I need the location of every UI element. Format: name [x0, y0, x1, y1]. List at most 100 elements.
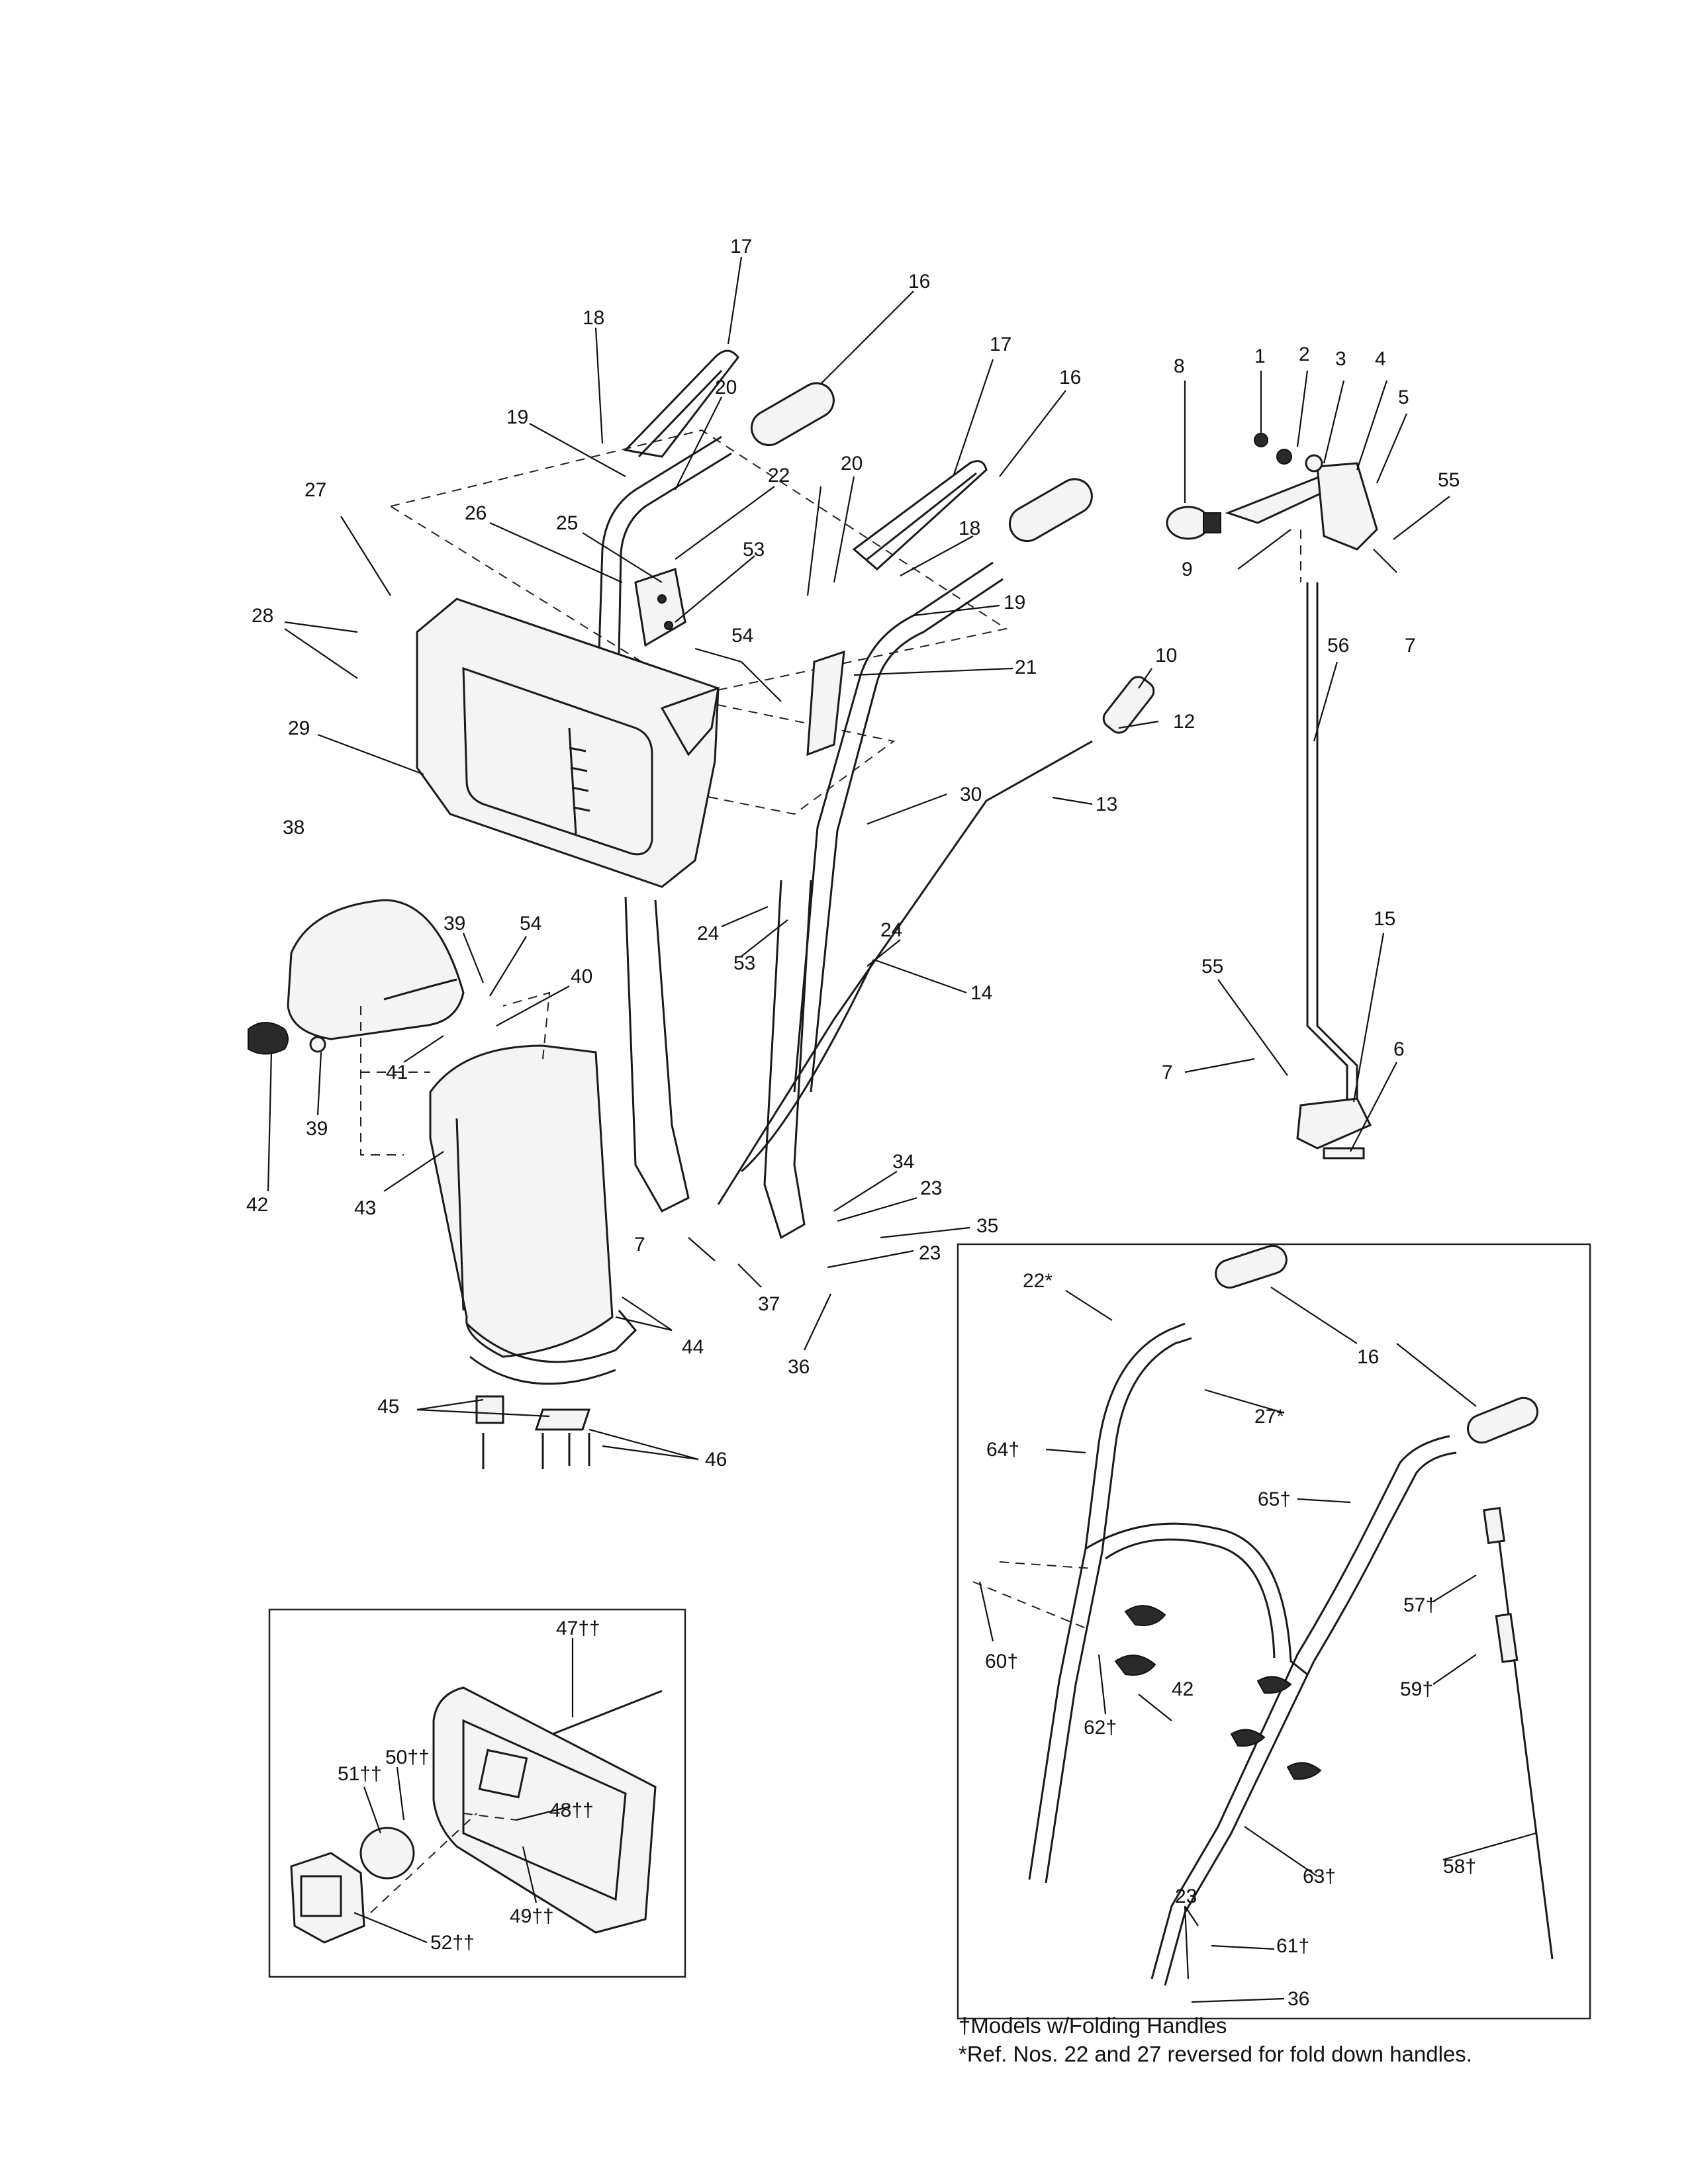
right-upper-handle — [793, 561, 994, 1093]
callout-1: 1 — [1254, 345, 1266, 367]
auger-control-bracket — [1225, 433, 1378, 551]
callout-13: 13 — [1096, 794, 1117, 815]
callout-43: 43 — [354, 1197, 376, 1219]
callout-22: 22 — [768, 465, 790, 486]
callout-14: 14 — [970, 982, 992, 1004]
chute-rotation-hardware — [475, 1395, 591, 1469]
callout-17: 17 — [730, 236, 752, 257]
callout-44: 44 — [682, 1336, 704, 1358]
callout-3: 3 — [1335, 348, 1346, 370]
callout-18b: 18 — [959, 518, 980, 539]
callout-23b: 23 — [919, 1242, 941, 1264]
callout-24b: 24 — [880, 919, 902, 941]
callout-23c: 23 — [1175, 1886, 1197, 1907]
callout-35: 35 — [976, 1215, 998, 1237]
callout-26: 26 — [465, 502, 487, 524]
callout-29: 29 — [288, 717, 310, 739]
callout-7b: 7 — [1405, 635, 1416, 657]
callout-50: 50†† — [385, 1747, 430, 1768]
callout-10: 10 — [1155, 645, 1177, 666]
folding-grips — [1215, 1244, 1539, 1444]
callout-24: 24 — [697, 923, 719, 944]
callout-28: 28 — [252, 605, 273, 627]
callout-49: 49†† — [510, 1905, 554, 1927]
callout-52: 52†† — [430, 1932, 475, 1954]
callout-7c: 7 — [1162, 1062, 1173, 1083]
folding-wing-knobs — [1114, 1605, 1322, 1780]
callout-19: 19 — [506, 406, 528, 428]
callout-30: 30 — [960, 784, 982, 805]
dash-panel — [416, 598, 720, 888]
callout-46: 46 — [705, 1449, 727, 1471]
callout-48: 48†† — [549, 1799, 594, 1821]
discharge-chute — [429, 1044, 637, 1385]
headlight-lens — [359, 1827, 415, 1880]
callout-45: 45 — [377, 1396, 399, 1418]
callout-41: 41 — [386, 1062, 408, 1083]
callout-39b: 39 — [306, 1118, 328, 1140]
folding-alignment-lines — [972, 1561, 1093, 1629]
light-kit-inset-frame — [268, 1608, 686, 1978]
callout-15: 15 — [1374, 908, 1395, 930]
callout-20b: 20 — [841, 453, 863, 475]
callout-38: 38 — [283, 817, 305, 839]
callout-23: 23 — [920, 1177, 942, 1199]
chute-alignment-lines — [360, 991, 551, 1156]
light-wire — [552, 1690, 663, 1735]
callout-21: 21 — [1015, 657, 1037, 678]
callout-25: 25 — [556, 512, 578, 534]
folding-shift-rod — [1482, 1506, 1554, 1960]
callout-36b: 36 — [1288, 1988, 1309, 2010]
callout-8: 8 — [1174, 355, 1185, 377]
folding-handles-inset-frame — [957, 1243, 1591, 2020]
callout-56: 56 — [1327, 635, 1349, 657]
control-link — [1296, 1097, 1372, 1150]
callout-42: 42 — [246, 1194, 268, 1216]
callout-12: 12 — [1173, 711, 1195, 733]
callout-42b: 42 — [1172, 1678, 1194, 1700]
callout-20: 20 — [715, 377, 737, 398]
callout-labels: 17 16 18 20 19 22 27 26 25 53 28 54 29 1… — [246, 236, 1476, 2010]
light-alignment-lines — [370, 1813, 517, 1913]
shift-rod — [717, 740, 1093, 1205]
wing-knob — [248, 1022, 289, 1055]
right-grip — [1008, 478, 1093, 542]
callout-27: 27 — [305, 479, 326, 501]
right-lower-handle — [763, 880, 812, 1240]
left-control-lever — [623, 349, 739, 458]
left-grip — [750, 382, 835, 446]
callout-39: 39 — [444, 913, 465, 934]
callout-60: 60† — [985, 1651, 1018, 1672]
right-control-lever — [852, 460, 988, 571]
callout-57: 57† — [1403, 1594, 1436, 1616]
chute-deflector — [287, 899, 465, 1040]
callout-54: 54 — [731, 625, 753, 647]
callout-6: 6 — [1393, 1038, 1405, 1060]
alignment-lines-upper — [389, 429, 1008, 696]
callout-63: 63† — [1303, 1866, 1336, 1888]
callout-34: 34 — [892, 1151, 914, 1173]
callout-9: 9 — [1182, 559, 1193, 580]
callout-55: 55 — [1438, 469, 1460, 491]
folding-handles-note: †Models w/Folding Handles — [959, 2013, 1227, 2038]
callout-27s: 27* — [1254, 1406, 1284, 1428]
callout-55b: 55 — [1201, 956, 1223, 978]
left-lower-handle — [624, 896, 690, 1212]
callout-7: 7 — [634, 1234, 645, 1255]
callout-65: 65† — [1258, 1488, 1291, 1510]
shift-knob — [1102, 676, 1155, 734]
folding-lower-handle — [1150, 1435, 1457, 1986]
callout-4: 4 — [1375, 348, 1386, 370]
callout-17b: 17 — [990, 334, 1011, 355]
callout-19b: 19 — [1004, 592, 1025, 614]
light-dash-panel — [432, 1686, 657, 1934]
control-knob — [1166, 506, 1221, 540]
callout-53: 53 — [743, 539, 765, 561]
callout-40: 40 — [571, 966, 592, 987]
callout-22s: 22* — [1023, 1270, 1053, 1292]
headlight-housing — [290, 1852, 365, 1944]
callout-58: 58† — [1443, 1856, 1476, 1878]
shift-cable — [741, 959, 875, 1173]
leader-lines — [267, 256, 1536, 2003]
